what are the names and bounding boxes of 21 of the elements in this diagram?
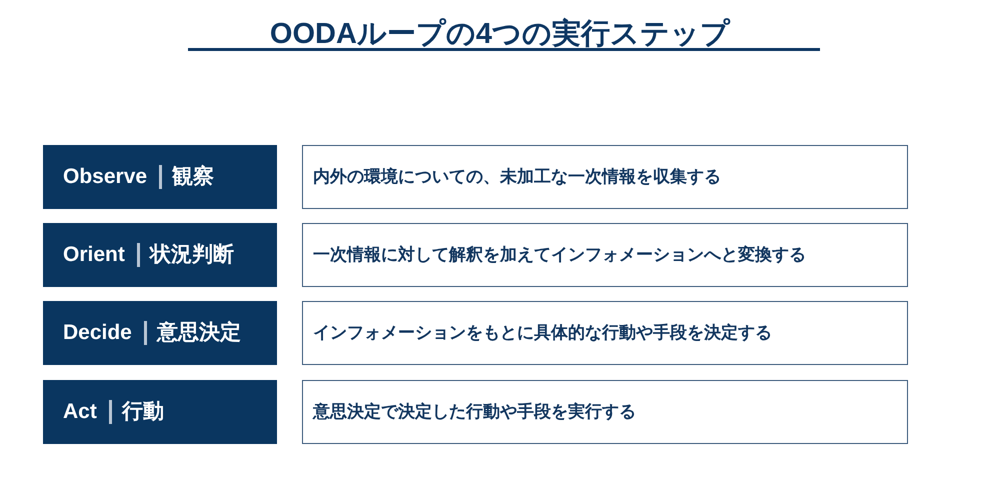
- description-box: [302, 301, 908, 365]
- step-name-panel: [43, 380, 277, 444]
- description-text: インフォメーションをもとに具体的な行動や手段を決定する: [313, 322, 772, 344]
- step-name-panel: [43, 301, 277, 365]
- description-text: 一次情報に対して解釈を加えてインフォメーションへと変換する: [313, 244, 806, 266]
- step-name-english: Decide: [63, 320, 132, 346]
- step-name-english: Orient: [63, 242, 125, 268]
- step-name-panel: [43, 145, 277, 209]
- step-name-japanese: 行動: [122, 399, 164, 425]
- diagram-title: OODAループの4つの実行ステップ: [270, 18, 730, 50]
- step-name-panel: [43, 223, 277, 287]
- step-name-english: Observe: [63, 164, 148, 190]
- description-box: [302, 380, 908, 444]
- step-name-japanese: 観察: [172, 164, 214, 190]
- step-name-japanese: 状況判断: [150, 242, 234, 268]
- description-text: 意思決定で決定した行動や手段を実行する: [313, 401, 636, 423]
- description-text: 内外の環境についての、未加工な一次情報を収集する: [313, 166, 721, 188]
- description-box: [302, 145, 908, 209]
- step-name-japanese: 意思決定: [156, 320, 241, 346]
- step-name-english: Act: [63, 399, 97, 425]
- description-box: [302, 223, 908, 287]
